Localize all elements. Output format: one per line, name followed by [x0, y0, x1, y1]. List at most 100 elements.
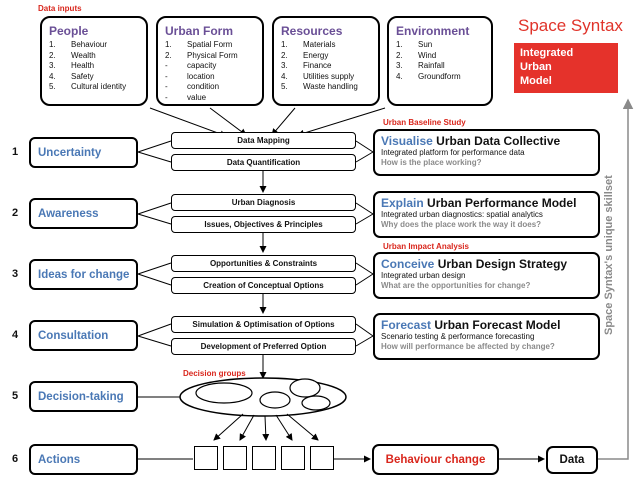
input-arrow: [209, 107, 247, 136]
model-question: Why does the place work the way it does?: [381, 220, 542, 229]
model-connector: [355, 262, 374, 275]
action-square: [281, 446, 305, 470]
stage-connector: [137, 213, 172, 225]
brand-box: Integrated Urban Model: [514, 43, 618, 93]
data-box: Data: [546, 446, 598, 474]
list-item: 3.Health: [49, 61, 95, 70]
input-card-title: Urban Form: [165, 24, 234, 38]
stage-decision-taking: Decision-taking: [29, 381, 138, 412]
list-item: 1.Materials: [281, 40, 336, 49]
model-urban-forecast: Forecast Urban Forecast Model Scenario t…: [373, 313, 600, 360]
list-item: -value: [165, 92, 207, 102]
activity-simulation-optimisation: Simulation & Optimisation of Options: [171, 316, 356, 333]
model-description: Scenario testing & performance forecasti…: [381, 332, 535, 341]
input-card-title: Resources: [281, 24, 343, 38]
input-card-list: 1.Spatial Form 2.Physical Form -capacity…: [165, 40, 256, 103]
list-item: 4.Safety: [49, 71, 94, 81]
activity-data-quantification: Data Quantification: [171, 154, 356, 171]
list-item: 3.Finance: [281, 61, 332, 70]
stage-connector: [137, 151, 172, 163]
activity-opportunities-constraints: Opportunities & Constraints: [171, 255, 356, 272]
activity-issues-objectives: Issues, Objectives & Principles: [171, 216, 356, 233]
stage-uncertainty: Uncertainty: [29, 137, 138, 168]
input-arrow: [297, 107, 386, 137]
stage-connector: [137, 202, 172, 215]
action-arrow: [262, 415, 270, 441]
decision-groups-cluster: [179, 377, 347, 417]
list-item: -location: [165, 71, 215, 81]
behaviour-change-box: Behaviour change: [372, 444, 499, 475]
action-square: [310, 446, 334, 470]
stage-connector: [137, 262, 172, 275]
list-item: 2.Wind: [396, 50, 437, 60]
step-number: 2: [12, 207, 19, 219]
input-card-title: People: [49, 24, 89, 38]
baseline-study-label: Urban Baseline Study: [383, 118, 466, 127]
activity-urban-diagnosis: Urban Diagnosis: [171, 194, 356, 211]
model-title: Visualise Urban Data Collective: [381, 134, 561, 148]
activity-conceptual-options: Creation of Conceptual Options: [171, 277, 356, 294]
model-question: How will performance be affected by chan…: [381, 342, 555, 351]
stage-connector: [137, 273, 172, 286]
skillset-vertical-label: Space Syntax's unique skillset: [603, 175, 615, 335]
model-connector: [355, 202, 374, 215]
stage-connector: [137, 140, 172, 153]
action-arrow: [286, 413, 319, 441]
input-card-urban-form: Urban Form 1.Spatial Form 2.Physical For…: [156, 16, 264, 106]
stage-consultation: Consultation: [29, 320, 138, 351]
stage-connector: [137, 323, 172, 337]
model-connector: [355, 335, 374, 347]
model-description: Integrated urban design: [381, 271, 466, 280]
input-card-list: 1.Sun 2.Wind 3.Rainfall 4.Groundform: [396, 40, 485, 82]
model-urban-design-strategy: Conceive Urban Design Strategy Integrate…: [373, 252, 600, 299]
feedback-arrow: [598, 98, 634, 460]
data-inputs-label: Data inputs: [38, 4, 82, 13]
action-square: [223, 446, 247, 470]
model-question: How is the place working?: [381, 158, 482, 167]
stage-actions: Actions: [29, 444, 138, 475]
stage-connector: [137, 335, 172, 347]
model-connector: [355, 140, 374, 153]
list-item: 1.Behaviour: [49, 40, 108, 49]
model-connector: [355, 323, 374, 337]
impact-analysis-label: Urban Impact Analysis: [383, 242, 469, 251]
list-item: -capacity: [165, 61, 217, 70]
action-arrow: [239, 414, 255, 441]
input-card-people: People 1.Behaviour 2.Wealth 3.Health 4.S…: [40, 16, 148, 106]
list-item: 2.Wealth: [49, 50, 96, 60]
input-card-title: Environment: [396, 24, 470, 38]
model-connector: [355, 151, 374, 163]
activity-data-mapping: Data Mapping: [171, 132, 356, 149]
step-number: 6: [12, 453, 19, 465]
model-description: Integrated urban diagnostics: spatial an…: [381, 210, 543, 219]
action-square: [252, 446, 276, 470]
model-title: Explain Urban Performance Model: [381, 196, 577, 210]
list-item: 4.Groundform: [396, 71, 461, 81]
list-item: 5.Waste handling: [281, 82, 358, 91]
model-title: Forecast Urban Forecast Model: [381, 318, 561, 332]
input-card-environment: Environment 1.Sun 2.Wind 3.Rainfall 4.Gr…: [387, 16, 493, 106]
model-urban-data-collective: Visualise Urban Data Collective Integrat…: [373, 129, 600, 176]
action-square: [194, 446, 218, 470]
list-item: 1.Sun: [396, 40, 433, 49]
model-connector: [355, 213, 374, 225]
model-title: Conceive Urban Design Strategy: [381, 257, 568, 271]
model-urban-performance: Explain Urban Performance Model Integrat…: [373, 191, 600, 238]
activity-preferred-option: Development of Preferred Option: [171, 338, 356, 355]
input-arrow: [271, 107, 296, 136]
list-item: 2.Physical Form: [165, 50, 238, 60]
step-number: 3: [12, 268, 19, 280]
input-card-resources: Resources 1.Materials 2.Energy 3.Finance…: [272, 16, 380, 106]
model-connector: [355, 273, 374, 286]
action-arrow: [213, 413, 244, 441]
stage-awareness: Awareness: [29, 198, 138, 229]
step-number: 1: [12, 146, 19, 158]
input-arrow: [149, 107, 227, 138]
model-description: Integrated platform for performance data: [381, 148, 525, 157]
list-item: 1.Spatial Form: [165, 40, 233, 49]
list-item: -condition: [165, 82, 220, 91]
input-card-list: 1.Behaviour 2.Wealth 3.Health 4.Safety 5…: [49, 40, 140, 93]
list-item: 2.Energy: [281, 50, 329, 60]
model-question: What are the opportunities for change?: [381, 281, 531, 290]
